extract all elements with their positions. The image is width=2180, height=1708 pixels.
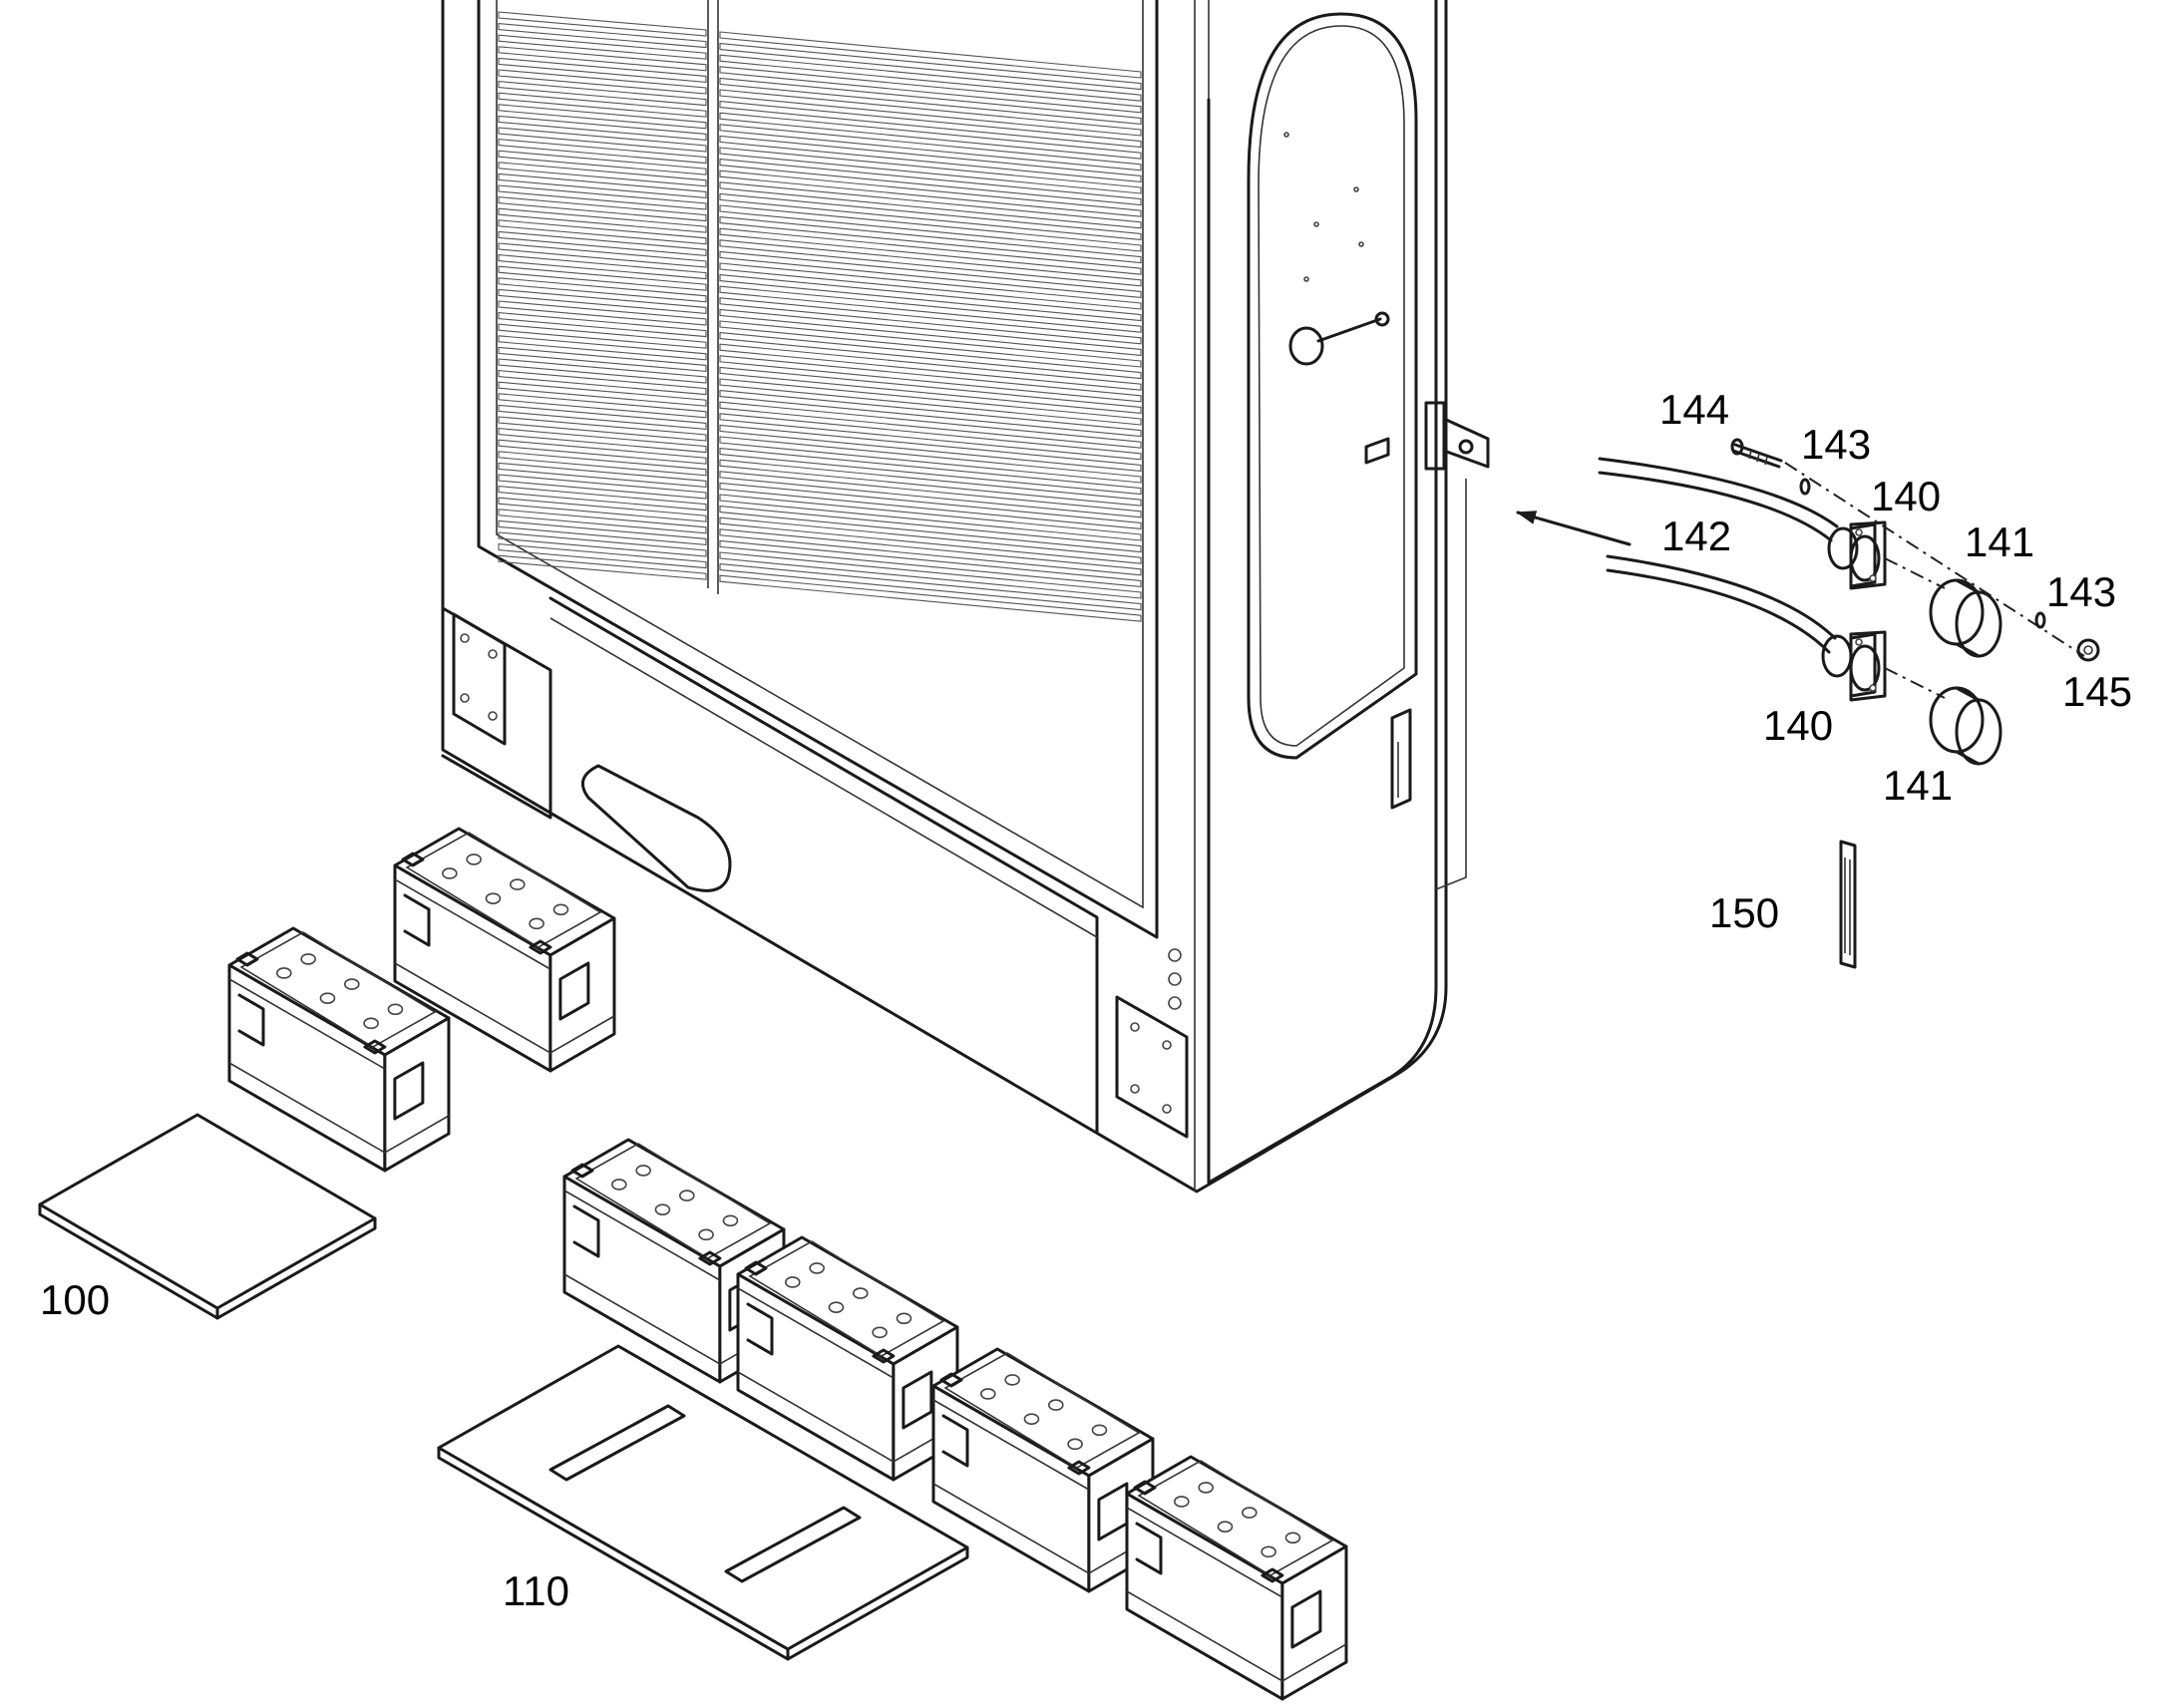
pad-110 [437,1344,969,1661]
callout-150: 150 [1709,889,1779,936]
cabinet-plinth [441,596,1189,1139]
battery-6 [1125,1455,1348,1701]
cap-141-upper [1929,578,2002,658]
callout-110: 110 [503,1567,569,1614]
pad-100 [38,1113,377,1320]
louver-grille [477,0,1159,939]
callout-140-upper: 140 [1871,473,1941,519]
callout-143-lower: 143 [2046,568,2116,615]
label-plate-150 [1839,840,1857,969]
cap-141-lower [1929,686,2002,766]
callout-144: 144 [1659,386,1729,433]
cable-gland-assembly [1516,438,2100,766]
battery-2 [393,827,616,1073]
battery-4 [736,1235,959,1482]
screw-144 [1730,438,1783,469]
callout-142: 142 [1661,512,1731,559]
flange-140-lower [1821,630,1887,702]
cabinet-body [441,0,1490,1194]
door-rivets [1283,132,1390,465]
side-hinge [1424,401,1490,471]
door-handle [1288,311,1390,366]
callout-141-upper: 141 [1965,518,2034,565]
callout-140-lower: 140 [1763,702,1833,749]
callout-100: 100 [40,1276,110,1323]
callout-141-lower: 141 [1883,762,1953,809]
washer-143-lower [2034,611,2046,629]
nut-145 [2076,638,2100,662]
washer-143-upper [1799,478,1811,496]
battery-1 [227,926,451,1173]
battery-group [227,827,1348,1701]
flange-140-upper [1827,520,1887,590]
callout-145: 145 [2062,668,2132,715]
callout-143-upper: 143 [1801,421,1871,468]
battery-5 [931,1347,1155,1593]
